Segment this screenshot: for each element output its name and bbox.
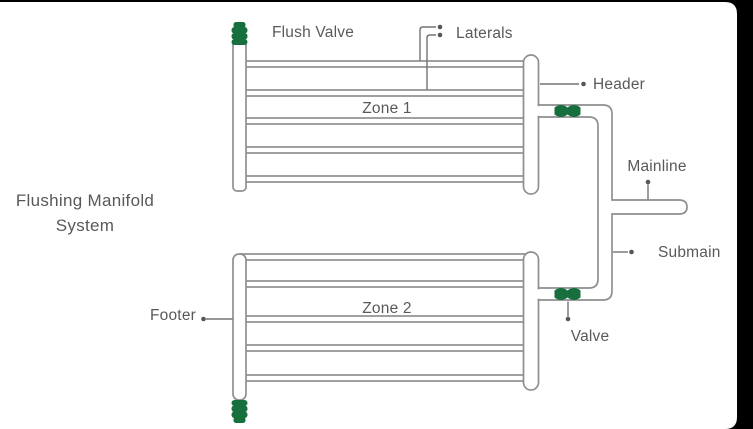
mainline-callout: [645, 179, 651, 200]
header-label: Header: [593, 76, 645, 93]
zone2-lateral-pipe: [239, 253, 531, 261]
valve-label: Valve: [571, 328, 610, 345]
submain-mainline-pipe-inner: [537, 116, 599, 289]
flush-valve-rib: [231, 411, 248, 418]
callout-dot-icon: [565, 316, 571, 322]
zone2-lateral-pipe: [239, 374, 531, 382]
laterals-callout-line: [419, 26, 436, 61]
flush-valve-rib: [231, 33, 248, 40]
zone1-lateral-pipe: [239, 60, 531, 68]
footer-callout: [201, 316, 233, 322]
zone1-label: Zone 1: [362, 100, 411, 117]
valve-callout: [565, 301, 571, 322]
callout-dot-icon: [201, 316, 206, 322]
callout-dot-icon: [437, 32, 443, 38]
zone1-header-opening: [536, 106, 541, 116]
zone2-lateral-pipe: [239, 280, 531, 288]
laterals-callout: [419, 24, 443, 90]
zone1-flush-valve-icon: [231, 22, 248, 45]
flush-valve-rib: [231, 405, 248, 412]
submain-mainline-pipe-outer: [537, 104, 688, 301]
flush-valve-rib: [231, 400, 248, 406]
flush-valve-label: Flush Valve: [272, 24, 354, 41]
diagram-title-line2: System: [56, 216, 114, 235]
zone1-lateral-pipe: [239, 146, 531, 154]
callout-dot-icon: [581, 81, 586, 87]
zone2-label: Zone 2: [362, 300, 411, 317]
zone2-lateral-pipe: [239, 344, 531, 352]
zone2-header-opening: [536, 289, 541, 299]
diagram-card: [0, 2, 737, 429]
callout-dot-icon: [629, 249, 634, 255]
zone2-flush-valve-icon: [231, 400, 248, 423]
zone2-inline-valve-icon: [554, 288, 581, 300]
header-callout: [540, 81, 586, 87]
footer-label: Footer: [150, 307, 196, 324]
zone2-footer-pipe: [232, 253, 247, 401]
diagram-title-line1: Flushing Manifold: [16, 191, 154, 210]
zone2-header-pipe: [522, 251, 540, 391]
flush-valve-rib: [231, 27, 248, 34]
submain-callout: [613, 249, 634, 255]
zone1-inline-valve-icon: [554, 105, 581, 117]
zone1-lateral-pipe: [239, 175, 531, 183]
callout-dot-icon: [645, 179, 651, 185]
zone1-header-pipe: [522, 54, 540, 195]
laterals-label: Laterals: [456, 25, 513, 42]
flush-valve-rib: [231, 39, 248, 45]
laterals-callout-line: [426, 34, 436, 90]
flush-valve-cap: [233, 417, 246, 423]
submain-label: Submain: [658, 244, 721, 261]
zone1-lateral-pipe: [239, 89, 531, 97]
callout-dot-icon: [437, 24, 443, 30]
zone1-footer-pipe: [232, 39, 247, 192]
flush-valve-cap: [233, 22, 246, 28]
mainline-label: Mainline: [627, 158, 686, 175]
zone1-lateral-pipe: [239, 117, 531, 125]
